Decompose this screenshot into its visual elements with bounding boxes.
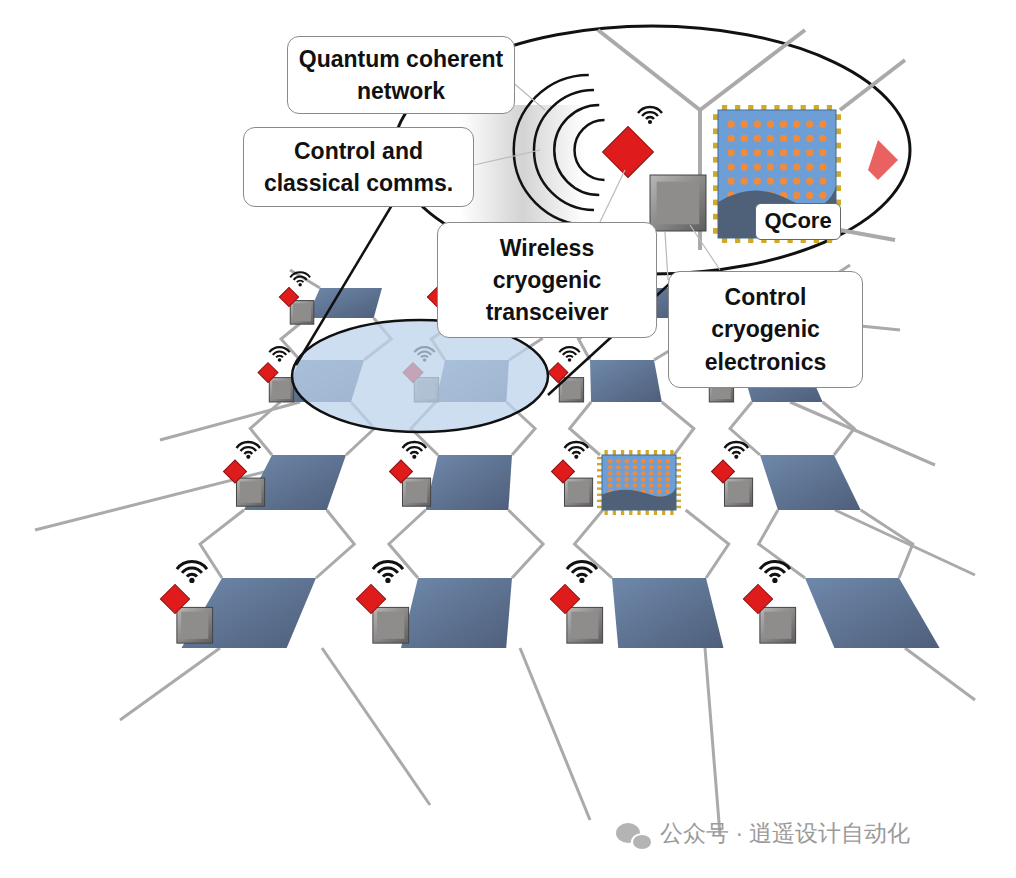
qubit-tile xyxy=(307,288,382,318)
qubit-tile xyxy=(426,455,512,510)
wifi-icon xyxy=(290,272,310,286)
zoom-lines xyxy=(296,205,690,395)
wifi-icon xyxy=(564,442,588,459)
qubit-tile xyxy=(181,578,316,648)
callout-text: Control and classical comms. xyxy=(254,135,463,199)
wifi-icon xyxy=(724,442,748,459)
qcore-chip xyxy=(713,105,841,243)
control-chip xyxy=(373,607,409,643)
qubit-tile xyxy=(590,360,662,402)
qubit-tile xyxy=(805,578,940,648)
control-chip xyxy=(402,478,430,506)
callout-box: Control and classical comms. xyxy=(243,127,474,207)
transceiver-diamond xyxy=(356,584,385,613)
transceiver-diamond xyxy=(279,287,298,306)
callout-box: Wireless cryogenic transceiver xyxy=(437,222,657,338)
watermark: 公众号 · 逍遥设计自动化 xyxy=(660,818,910,849)
transceiver-diamond xyxy=(743,584,772,613)
core-label-box: QCore xyxy=(755,203,841,240)
transceiver-diamond xyxy=(550,584,579,613)
wechat-icon xyxy=(616,823,652,850)
qubit-tile xyxy=(401,578,512,648)
callout-text: Quantum coherent network xyxy=(298,43,504,107)
transceiver-diamond xyxy=(711,460,734,483)
callout-box: Control cryogenic electronics xyxy=(668,271,863,388)
callout-text: Wireless cryogenic transceiver xyxy=(448,232,646,329)
transceiver-diamond xyxy=(223,460,246,483)
wifi-icon xyxy=(760,562,790,583)
wifi-icon xyxy=(567,562,597,583)
transceiver-diamond xyxy=(551,460,574,483)
control-chip xyxy=(177,607,213,643)
callout-text: QCore xyxy=(764,208,831,234)
control-chip xyxy=(290,301,314,325)
wifi-icon xyxy=(373,562,403,583)
transceiver-diamond xyxy=(160,584,189,613)
callout-box: Quantum coherent network xyxy=(287,36,515,114)
transceiver-diamond xyxy=(603,127,654,178)
qubit-tile xyxy=(612,578,723,648)
control-chip xyxy=(236,478,264,506)
control-chip xyxy=(760,607,796,643)
control-chip xyxy=(564,478,592,506)
transceiver-diamond xyxy=(258,363,278,383)
transceiver-diamond xyxy=(389,460,412,483)
callout-text: Control cryogenic electronics xyxy=(679,281,852,378)
wifi-icon xyxy=(236,442,260,459)
wifi-icon xyxy=(638,107,662,124)
wifi-icon xyxy=(559,347,579,362)
control-chip xyxy=(724,478,752,506)
wifi-icon xyxy=(269,347,289,362)
control-chip xyxy=(650,175,706,231)
wifi-icon xyxy=(402,442,426,459)
qubit-tile xyxy=(760,455,861,510)
network-grid xyxy=(35,265,975,835)
control-chip xyxy=(567,607,603,643)
control-chip xyxy=(269,378,293,402)
wifi-icon xyxy=(177,562,207,583)
qcore-chip xyxy=(597,450,681,515)
